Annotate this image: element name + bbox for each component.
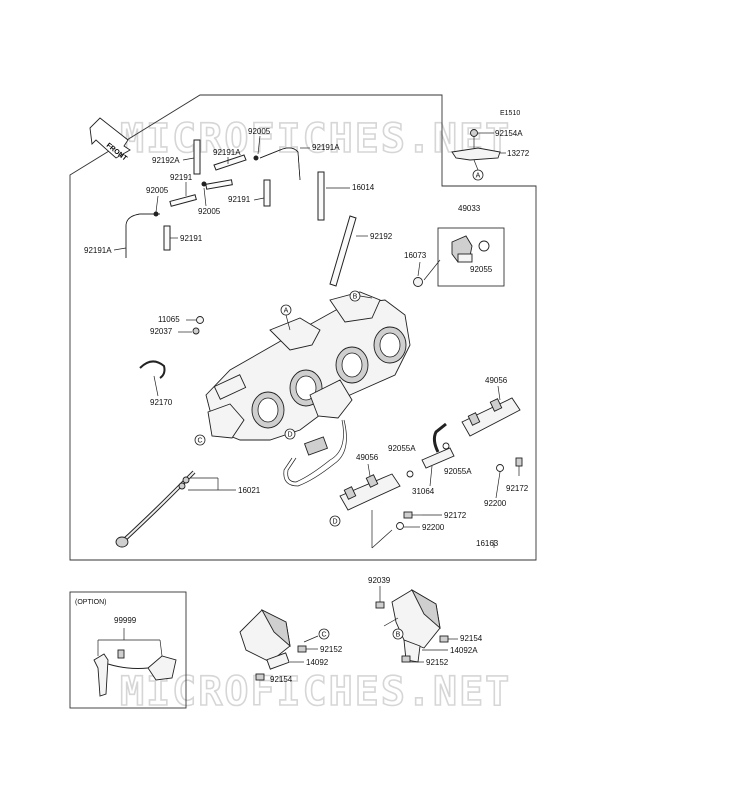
part-label-16163[interactable]: 16163 <box>476 539 499 548</box>
fuel-rail-right-49056 <box>461 397 521 437</box>
fuel-rail-left-49056 <box>339 473 401 511</box>
part-label-92055[interactable]: 92055 <box>470 265 493 274</box>
throttle-cable-16021 <box>115 470 196 548</box>
part-label-92152-right[interactable]: 92152 <box>426 658 449 667</box>
callout-b-assembly: B <box>349 290 361 302</box>
part-label-49056-right[interactable]: 49056 <box>485 376 508 385</box>
svg-text:C: C <box>321 632 326 639</box>
bolt-92154-right <box>439 635 449 643</box>
part-label-92191-b[interactable]: 92191 <box>228 195 251 204</box>
svg-text:A: A <box>284 308 289 315</box>
svg-text:B: B <box>396 632 401 639</box>
washer-92200-left <box>396 522 404 530</box>
part-label-92005-mid[interactable]: 92005 <box>198 207 221 216</box>
part-label-13272[interactable]: 13272 <box>507 149 530 158</box>
part-label-92191A-mid[interactable]: 92191A <box>213 148 241 157</box>
part-label-92200-left[interactable]: 92200 <box>422 523 445 532</box>
part-label-92039[interactable]: 92039 <box>368 576 391 585</box>
part-label-92192[interactable]: 92192 <box>370 232 393 241</box>
assembly-code: E1510 <box>500 110 520 117</box>
part-label-92152-mid[interactable]: 92152 <box>320 645 343 654</box>
svg-text:B: B <box>353 294 358 301</box>
bolt-92172-right <box>515 457 523 476</box>
part-label-92055A-b[interactable]: 92055A <box>444 467 472 476</box>
fuel-pipe-31064 <box>406 422 455 478</box>
callout-c-assembly: C <box>194 434 206 446</box>
sensor-group-box <box>437 227 505 287</box>
svg-text:A: A <box>476 173 481 180</box>
part-label-92200-right[interactable]: 92200 <box>484 499 507 508</box>
part-label-92191A-top[interactable]: 92191A <box>312 143 340 152</box>
option-box <box>69 591 187 709</box>
svg-text:D: D <box>332 519 337 526</box>
part-label-92170[interactable]: 92170 <box>150 398 173 407</box>
svg-text:C: C <box>197 438 202 445</box>
callout-d-rail: D <box>329 515 341 527</box>
part-label-99999[interactable]: 99999 <box>114 616 137 625</box>
part-label-11065[interactable]: 11065 <box>158 315 180 324</box>
part-label-49033[interactable]: 49033 <box>458 204 481 213</box>
part-label-49056-left[interactable]: 49056 <box>356 453 379 462</box>
callout-a-top: A <box>472 169 484 181</box>
bolt-92154-mid <box>255 673 265 681</box>
option-label: (OPTION) <box>75 599 107 606</box>
callout-a-assembly: A <box>280 304 292 316</box>
part-label-16021[interactable]: 16021 <box>238 486 261 495</box>
clamp-92037 <box>192 327 200 335</box>
part-label-92154-mid[interactable]: 92154 <box>270 675 293 684</box>
washer-92200-right <box>496 464 504 472</box>
bracket-13272-part <box>451 129 506 171</box>
cover-14092-part <box>239 608 291 670</box>
sensor-49033-part <box>451 235 490 263</box>
vacuum-hoses <box>125 139 357 287</box>
part-label-92191-a[interactable]: 92191 <box>170 173 193 182</box>
part-label-92172-left[interactable]: 92172 <box>444 511 467 520</box>
callout-c-cover: C <box>318 628 330 640</box>
wiring-harness <box>283 419 347 487</box>
o-ring-16073 <box>413 277 423 287</box>
part-label-92005-top[interactable]: 92005 <box>248 127 271 136</box>
callout-b-cover: B <box>392 628 404 640</box>
part-label-14092A[interactable]: 14092A <box>450 646 478 655</box>
part-label-92005-left[interactable]: 92005 <box>146 186 169 195</box>
part-label-92154A[interactable]: 92154A <box>495 129 523 138</box>
svg-text:D: D <box>287 432 292 439</box>
part-label-92154-right[interactable]: 92154 <box>460 634 483 643</box>
main-assembly-frame <box>69 94 537 561</box>
clip-92152-mid <box>297 645 307 653</box>
option-sensor-99999 <box>93 649 177 697</box>
cover-14092A-part <box>391 588 441 663</box>
cap-11065 <box>196 316 204 324</box>
bolt-92172-left <box>403 511 422 519</box>
part-label-92037[interactable]: 92037 <box>150 327 173 336</box>
clip-92039 <box>375 601 385 609</box>
part-label-31064[interactable]: 31064 <box>412 487 435 496</box>
part-label-92191A-left[interactable]: 92191A <box>84 246 112 255</box>
watermark-top: MICROFICHES.NET <box>120 116 511 162</box>
part-label-92055A-a[interactable]: 92055A <box>388 444 416 453</box>
part-label-92192A[interactable]: 92192A <box>152 156 180 165</box>
part-label-92191-c[interactable]: 92191 <box>180 234 203 243</box>
clip-92152-right <box>401 655 411 663</box>
throttle-body-assembly <box>205 291 411 441</box>
callout-d-assembly: D <box>284 428 296 440</box>
part-label-16073[interactable]: 16073 <box>404 251 427 260</box>
part-label-16014[interactable]: 16014 <box>352 183 375 192</box>
part-label-14092[interactable]: 14092 <box>306 658 329 667</box>
part-label-92172-right[interactable]: 92172 <box>506 484 529 493</box>
clamp-92170-part <box>139 360 166 379</box>
